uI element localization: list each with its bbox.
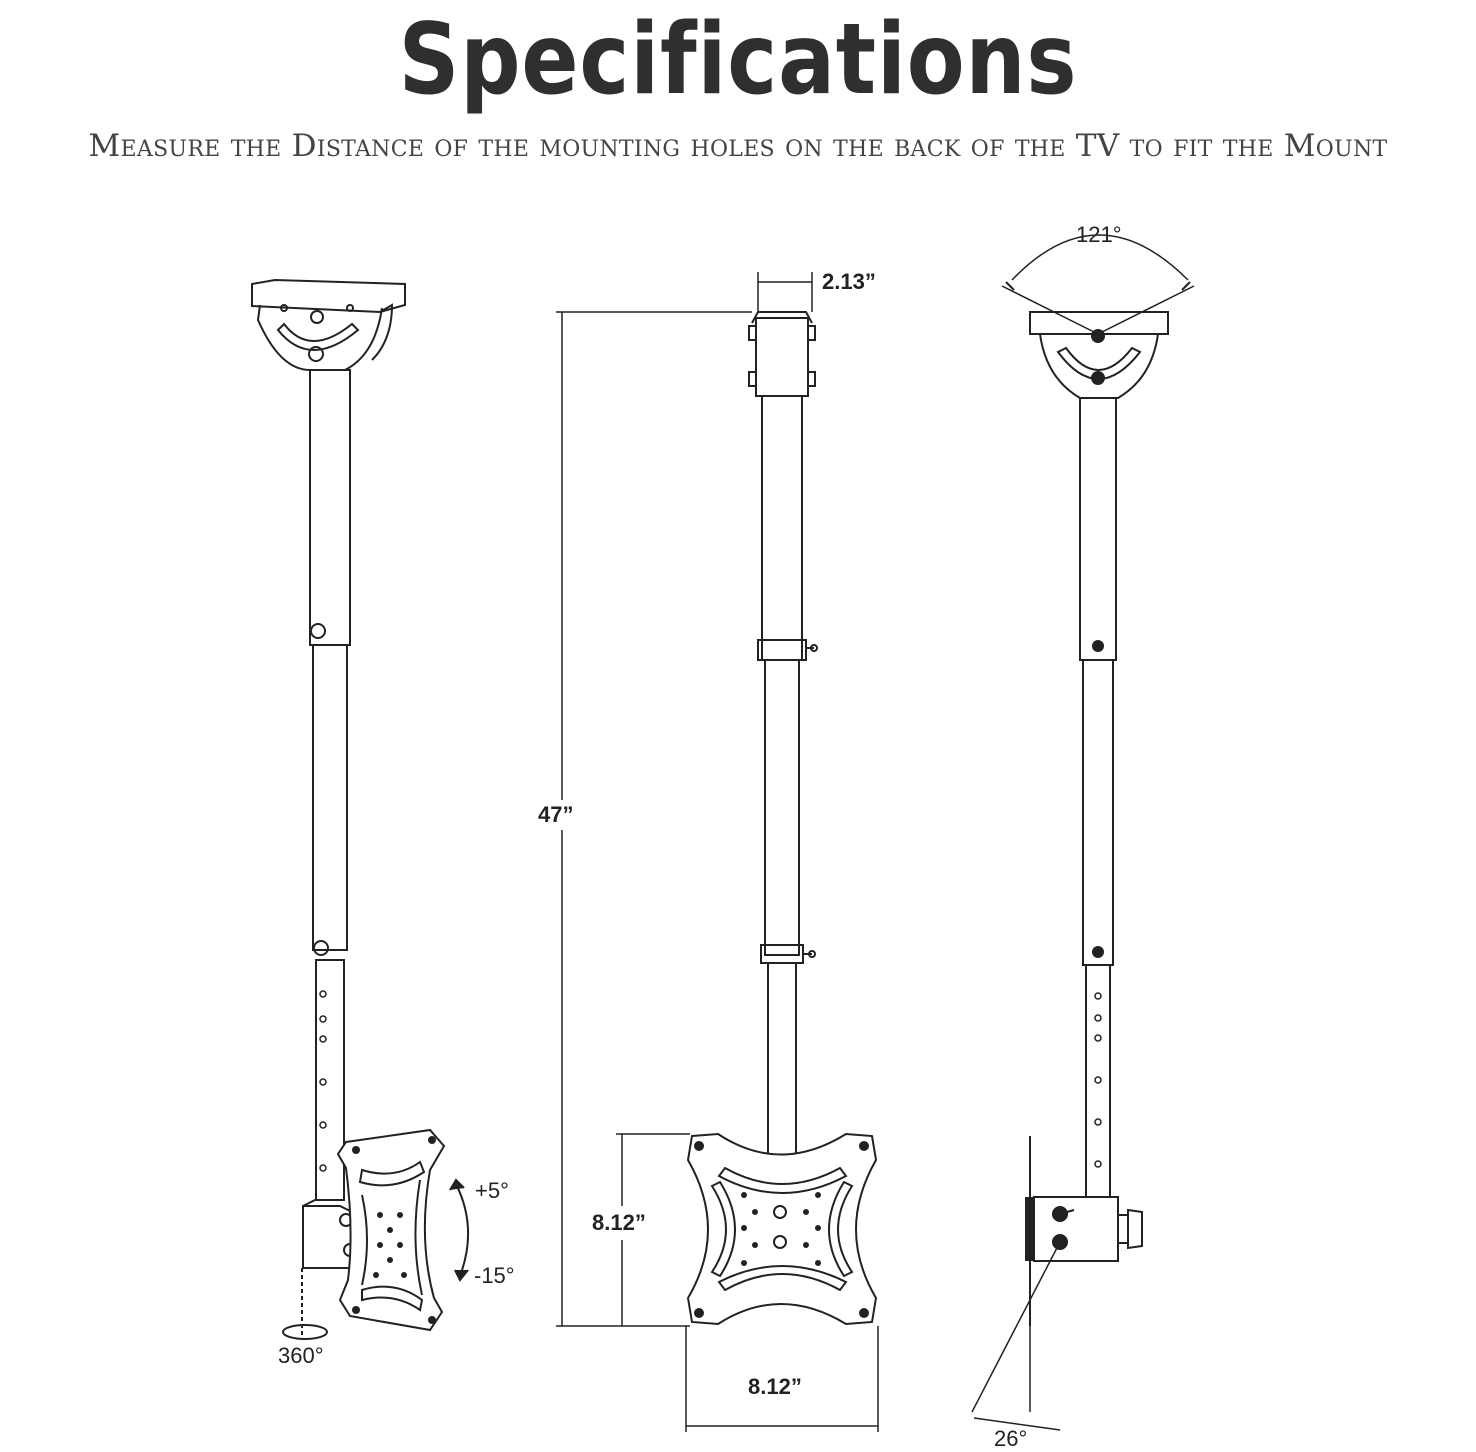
swivel-label: 360° xyxy=(278,1343,324,1368)
tilt-angle-label: 26° xyxy=(994,1426,1027,1451)
plate-height-label: 8.12” xyxy=(592,1210,646,1235)
ceiling-angle-label: 121° xyxy=(1076,222,1122,247)
height-label: 47” xyxy=(538,802,573,827)
tilt-down-label: -15° xyxy=(474,1263,515,1288)
top-width-label: 2.13” xyxy=(822,269,876,294)
tilt-up-label: +5° xyxy=(475,1178,509,1203)
perspective-view: +5° -15° 360° xyxy=(251,278,515,1368)
page-subtitle: Measure the Distance of the mounting hol… xyxy=(88,128,1388,164)
side-view: 121° 26° xyxy=(971,222,1195,1451)
plate-width-label: 8.12” xyxy=(748,1374,802,1399)
page-title: Specifications xyxy=(398,3,1078,117)
front-view: 2.13” 47” 8.12” 8.12” xyxy=(538,269,879,1432)
